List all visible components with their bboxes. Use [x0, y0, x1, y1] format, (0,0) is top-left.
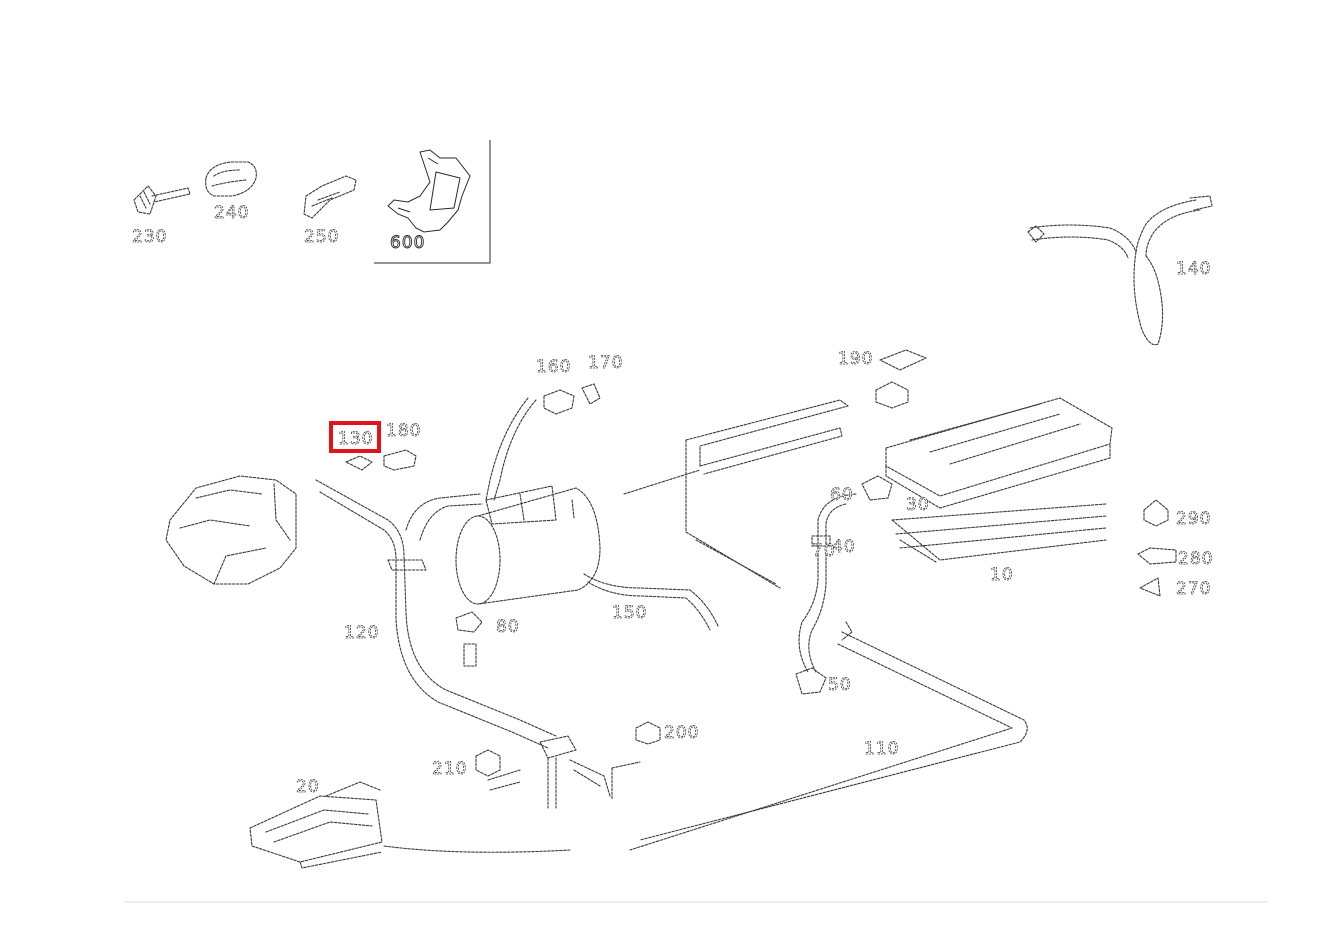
- label-120[interactable]: 120: [344, 623, 379, 644]
- label-10[interactable]: 10: [990, 565, 1014, 586]
- label-80[interactable]: 80: [496, 617, 520, 638]
- part-60-connector[interactable]: [861, 475, 893, 501]
- part-200-nut[interactable]: [635, 721, 661, 745]
- part-central-canister[interactable]: [455, 485, 601, 605]
- label-600[interactable]: 600: [390, 233, 425, 254]
- label-130[interactable]: 130: [338, 429, 373, 450]
- part-280-nut[interactable]: [1137, 547, 1177, 565]
- label-140[interactable]: 140: [1176, 259, 1211, 280]
- label-110[interactable]: 110: [864, 739, 899, 760]
- label-30[interactable]: 30: [906, 495, 930, 516]
- label-170[interactable]: 170: [588, 353, 623, 374]
- part-190-stud[interactable]: [875, 349, 927, 409]
- part-150-line[interactable]: [583, 573, 719, 631]
- label-50[interactable]: 50: [828, 675, 852, 696]
- part-600-bracket-box: [374, 140, 491, 264]
- highlight-box: [329, 421, 381, 453]
- label-160[interactable]: 160: [536, 357, 571, 378]
- label-60[interactable]: 60: [830, 485, 854, 506]
- label-200[interactable]: 200: [664, 723, 699, 744]
- label-70[interactable]: 70: [812, 541, 836, 562]
- part-250-clip[interactable]: [303, 175, 357, 219]
- part-110-pipe[interactable]: [629, 621, 1028, 851]
- label-250[interactable]: 250: [304, 227, 339, 248]
- part-240-sleeve[interactable]: [205, 161, 257, 197]
- part-70-hose[interactable]: [798, 493, 857, 673]
- label-190[interactable]: 190: [838, 349, 873, 370]
- part-160-170-clamp[interactable]: [485, 383, 601, 501]
- part-10-control-unit[interactable]: [885, 397, 1113, 563]
- part-290-bolt[interactable]: [1143, 499, 1169, 527]
- part-bracket-frame[interactable]: [623, 399, 849, 589]
- part-120-hose[interactable]: [315, 479, 557, 749]
- part-50-fitting[interactable]: [795, 667, 827, 695]
- label-150[interactable]: 150: [612, 603, 647, 624]
- part-20-unit[interactable]: [249, 781, 571, 869]
- label-40[interactable]: 40: [832, 537, 856, 558]
- part-600-bracket[interactable]: [387, 149, 471, 233]
- part-270-clip[interactable]: [1139, 577, 1161, 597]
- part-210-nut[interactable]: [475, 749, 501, 777]
- part-80-fitting[interactable]: [455, 611, 483, 667]
- label-270[interactable]: 270: [1176, 579, 1211, 600]
- part-230-bolt[interactable]: [133, 185, 191, 215]
- part-valve-assembly[interactable]: [487, 735, 641, 809]
- label-230[interactable]: 230: [132, 227, 167, 248]
- part-module-left[interactable]: [165, 475, 297, 585]
- label-20[interactable]: 20: [296, 777, 320, 798]
- label-210[interactable]: 210: [432, 759, 467, 780]
- label-180[interactable]: 180: [386, 421, 421, 442]
- label-240[interactable]: 240: [214, 203, 249, 224]
- part-130-cap[interactable]: [345, 449, 417, 471]
- label-280[interactable]: 280: [1178, 549, 1213, 570]
- part-140-harness[interactable]: [1027, 195, 1213, 346]
- label-290[interactable]: 290: [1176, 509, 1211, 530]
